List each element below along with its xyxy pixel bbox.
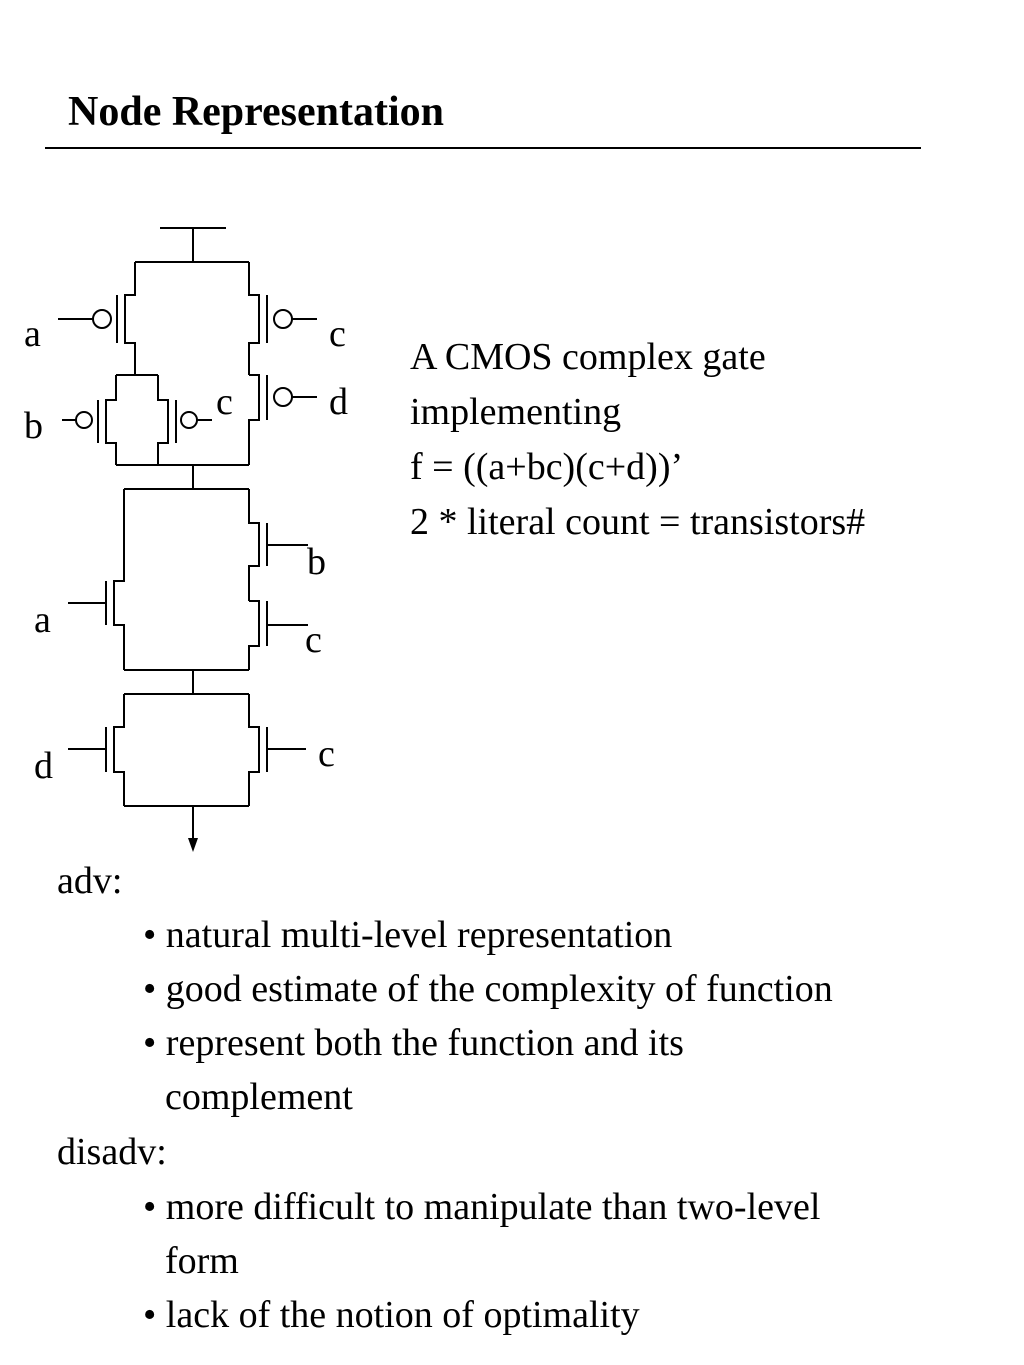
pmos-label-a: a — [24, 313, 41, 355]
advantage-item: • represent both the function and its — [143, 1022, 684, 1064]
nmos-transistor-b — [248, 489, 308, 601]
pmos-transistor-c-right — [248, 262, 317, 375]
gate-description: A CMOS complex gate implementing f = ((a… — [410, 330, 865, 550]
nmos-label-c-mid: c — [305, 619, 322, 661]
advantages-heading: adv: — [57, 860, 123, 902]
nmos-transistor-d — [68, 694, 125, 806]
slide-title: Node Representation — [68, 89, 445, 135]
pmos-transistor-b — [62, 375, 117, 465]
pmos-transistor-c-inner — [157, 375, 212, 465]
disadvantage-item: • more difficult to manipulate than two-… — [143, 1186, 821, 1228]
circuit-wires — [58, 227, 317, 848]
function-expression: f = ((a+bc)(c+d))’ — [410, 446, 684, 488]
pmos-transistor-d — [248, 374, 317, 465]
advantage-item: • natural multi-level representation — [143, 914, 673, 956]
nmos-label-b: b — [307, 541, 326, 583]
transistor-count-rule: 2 * literal count = transistors# — [410, 501, 866, 543]
pmos-label-c-inner: c — [216, 381, 233, 423]
nmos-label-c-bottom: c — [318, 733, 335, 775]
nmos-transistor-c-bottom — [248, 694, 306, 806]
pmos-label-b: b — [24, 405, 43, 447]
advantage-item-continuation: complement — [165, 1076, 353, 1118]
nmos-transistor-a — [68, 489, 125, 670]
nmos-label-a: a — [34, 599, 51, 641]
description-line: A CMOS complex gate — [410, 336, 766, 378]
advantage-item: • good estimate of the complexity of fun… — [143, 968, 833, 1010]
title-underline — [45, 147, 921, 149]
disadvantage-item: • lack of the notion of optimality — [143, 1294, 640, 1336]
pmos-label-c-right: c — [329, 313, 346, 355]
nmos-transistor-c-mid — [248, 600, 308, 670]
disadvantage-item-continuation: form — [165, 1240, 239, 1282]
ground-arrow-icon — [188, 838, 198, 852]
pmos-label-d: d — [329, 381, 348, 423]
nmos-label-d: d — [34, 745, 53, 787]
disadvantages-heading: disadv: — [57, 1131, 167, 1173]
pmos-transistor-a — [58, 262, 136, 375]
description-line: implementing — [410, 391, 622, 433]
